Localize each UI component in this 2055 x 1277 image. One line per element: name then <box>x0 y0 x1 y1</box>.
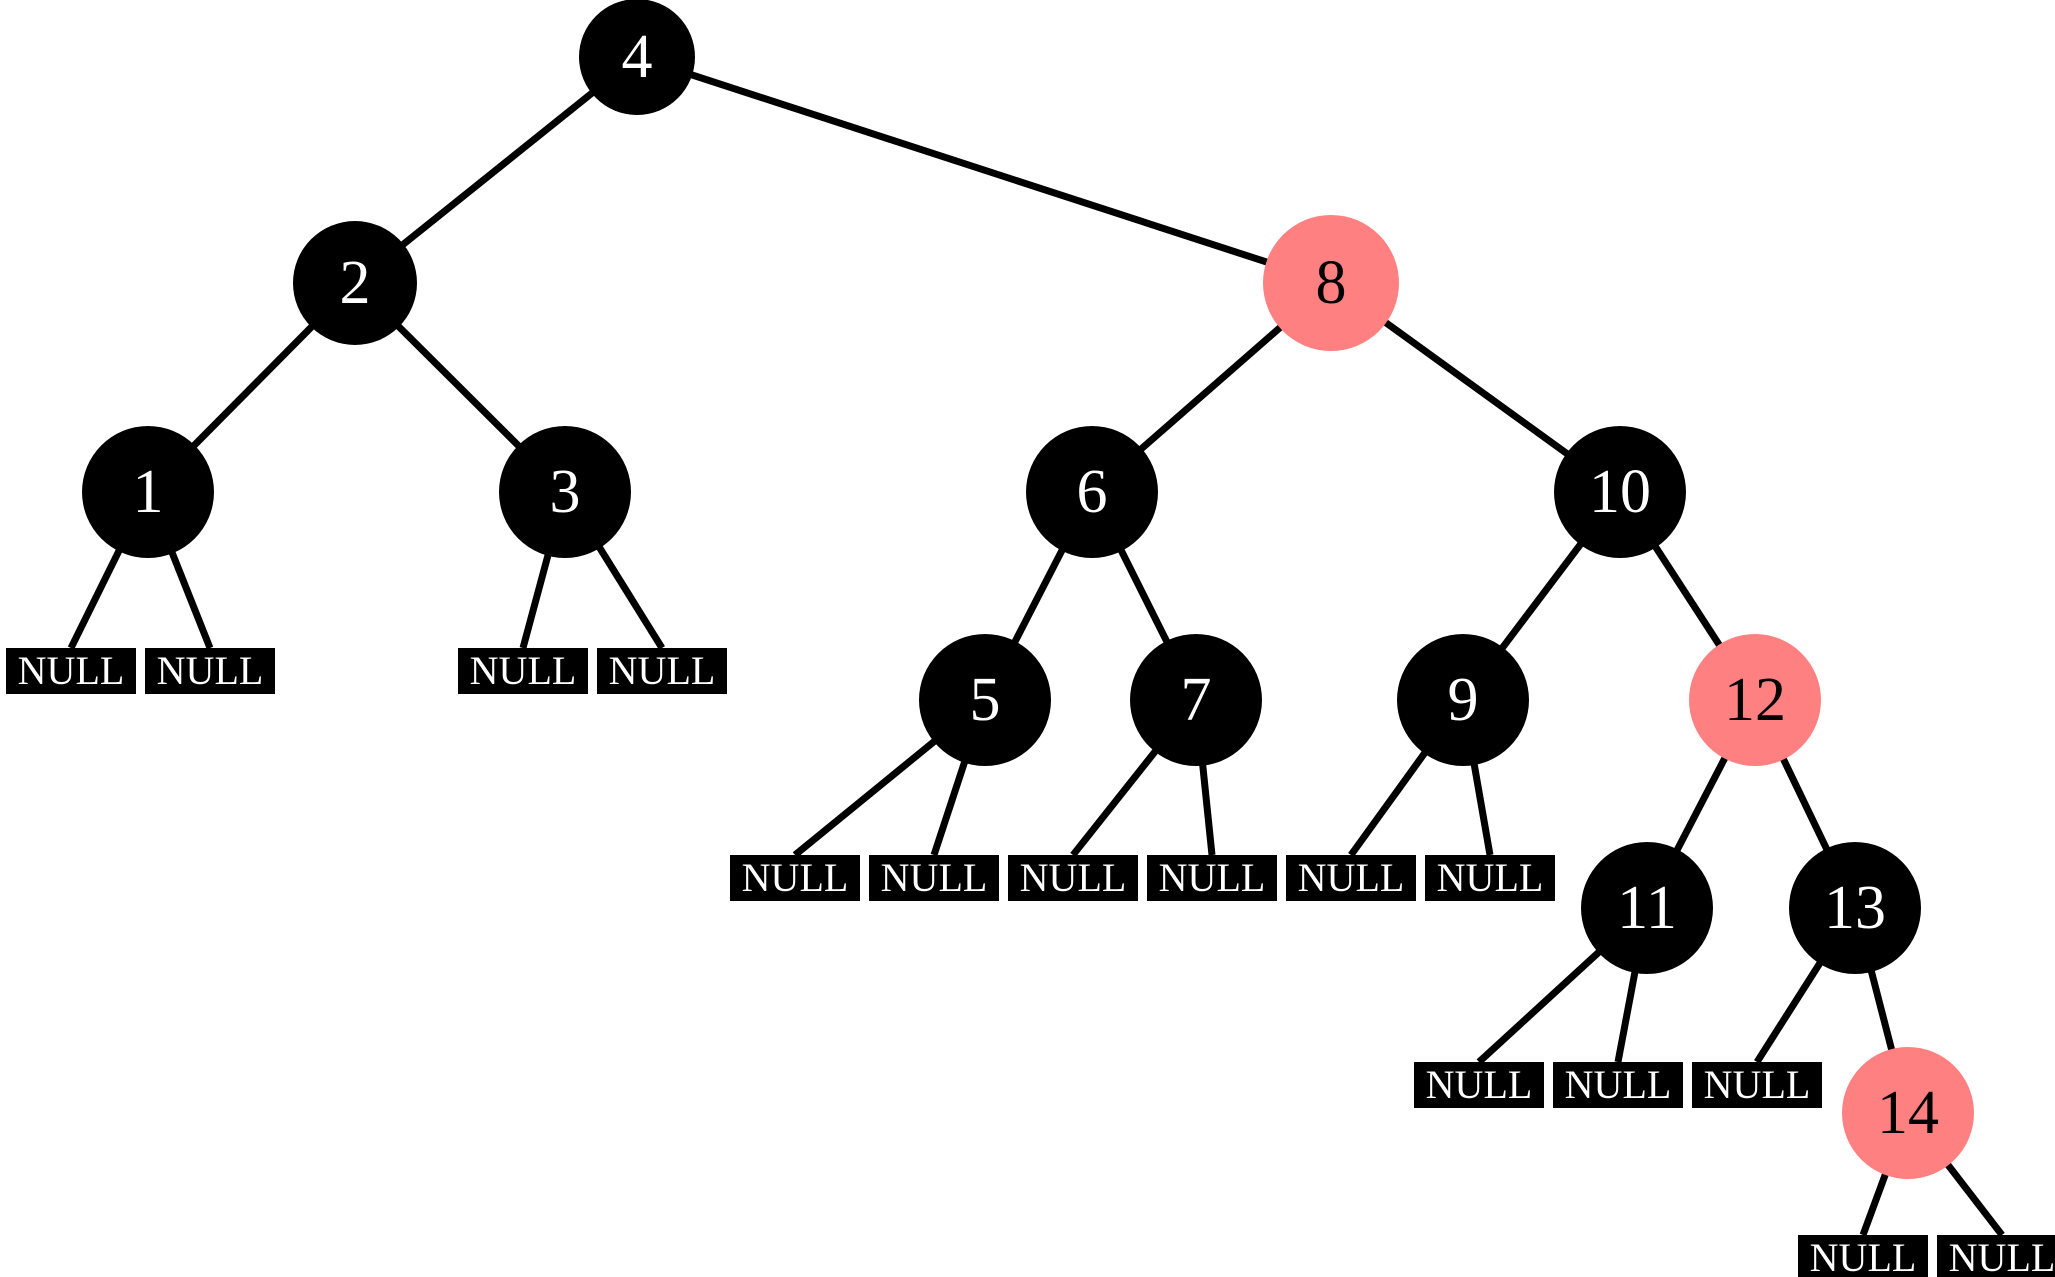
tree-null-leaf-label: NULL <box>1436 855 1544 900</box>
tree-null-leaf-label: NULL <box>156 648 264 693</box>
tree-node-12[interactable]: 12 <box>1689 634 1821 766</box>
tree-null-leaf-label: NULL <box>741 855 849 900</box>
tree-null-leaf: NULL <box>6 648 136 694</box>
tree-null-leaf-label: NULL <box>880 855 988 900</box>
tree-node-label: 6 <box>1076 458 1108 526</box>
tree-node-6[interactable]: 6 <box>1026 426 1158 558</box>
tree-node-2[interactable]: 2 <box>293 221 417 345</box>
tree-null-leaf: NULL <box>1553 1062 1683 1108</box>
tree-null-leaf-label: NULL <box>1703 1062 1811 1107</box>
tree-node-label: 14 <box>1877 1079 1939 1147</box>
tree-node-1[interactable]: 1 <box>82 426 214 558</box>
tree-node-label: 4 <box>621 23 653 91</box>
tree-null-leaf: NULL <box>1147 855 1277 901</box>
tree-null-leaf-label: NULL <box>608 648 716 693</box>
tree-null-leaf-label: NULL <box>469 648 577 693</box>
tree-node-label: 7 <box>1180 666 1212 734</box>
tree-null-leaf: NULL <box>730 855 860 901</box>
tree-node-label: 10 <box>1589 458 1651 526</box>
tree-null-leaf: NULL <box>1425 855 1555 901</box>
tree-null-leaf-label: NULL <box>17 648 125 693</box>
tree-null-leaf: NULL <box>869 855 999 901</box>
tree-null-leaf-label: NULL <box>1425 1062 1533 1107</box>
tree-null-leaf: NULL <box>1008 855 1138 901</box>
tree-null-leaf-label: NULL <box>1809 1235 1917 1277</box>
tree-node-3[interactable]: 3 <box>499 426 631 558</box>
tree-node-label: 13 <box>1824 874 1886 942</box>
tree-node-11[interactable]: 11 <box>1581 842 1713 974</box>
tree-node-14[interactable]: 14 <box>1842 1047 1974 1179</box>
tree-null-leaf-label: NULL <box>1158 855 1266 900</box>
tree-node-label: 3 <box>549 458 581 526</box>
tree-node-7[interactable]: 7 <box>1130 634 1262 766</box>
tree-null-leaf: NULL <box>1692 1062 1822 1108</box>
tree-node-4[interactable]: 4 <box>579 0 695 115</box>
tree-null-leaf: NULL <box>1414 1062 1544 1108</box>
tree-null-leaf: NULL <box>597 648 727 694</box>
tree-node-label: 8 <box>1315 249 1347 317</box>
tree-null-leaf-label: NULL <box>1297 855 1405 900</box>
tree-null-leaf: NULL <box>1937 1235 2055 1277</box>
tree-null-leaf: NULL <box>1798 1235 1928 1277</box>
tree-node-8[interactable]: 8 <box>1263 215 1399 351</box>
tree-null-leaf: NULL <box>145 648 275 694</box>
tree-node-label: 1 <box>132 458 164 526</box>
tree-node-label: 12 <box>1724 666 1786 734</box>
tree-node-13[interactable]: 13 <box>1789 842 1921 974</box>
tree-node-10[interactable]: 10 <box>1554 426 1686 558</box>
tree-node-label: 5 <box>969 666 1001 734</box>
tree-node-9[interactable]: 9 <box>1397 634 1529 766</box>
tree-node-label: 2 <box>339 249 371 317</box>
tree-edge-n4-n8 <box>635 53 1333 287</box>
tree-null-leaf-label: NULL <box>1019 855 1127 900</box>
tree-node-label: 9 <box>1447 666 1479 734</box>
tree-null-leaf: NULL <box>458 648 588 694</box>
tree-null-leaf-label: NULL <box>1948 1235 2055 1277</box>
tree-node-5[interactable]: 5 <box>919 634 1051 766</box>
tree-node-label: 11 <box>1617 874 1677 942</box>
tree-null-leaf: NULL <box>1286 855 1416 901</box>
tree-null-leaf-label: NULL <box>1564 1062 1672 1107</box>
